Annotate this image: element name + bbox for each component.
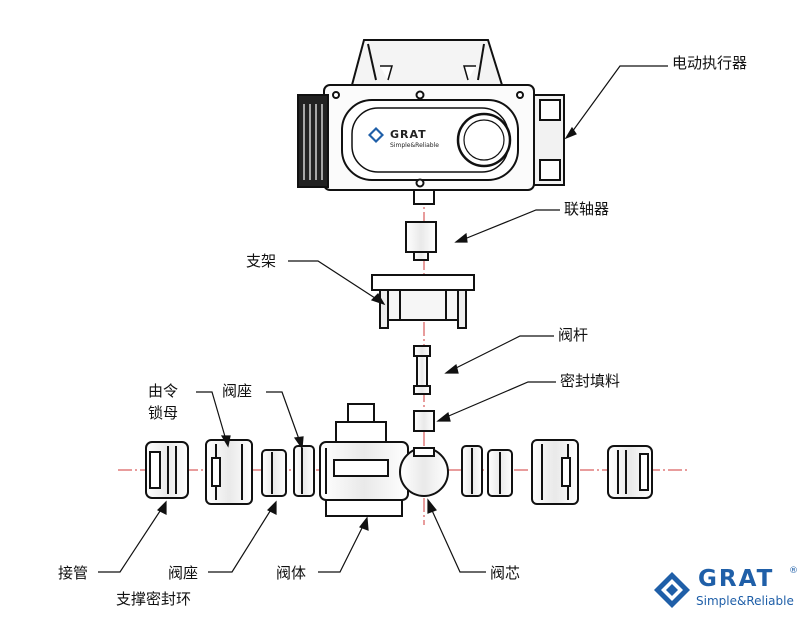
leader-body [318,523,365,573]
support-seal-ring-left [261,449,287,497]
leader-core [429,505,486,573]
valve-body [319,403,409,517]
leader-seat-bottom [208,507,273,573]
pipe-left [145,441,189,499]
bracket [371,274,475,329]
electric-actuator [297,39,565,205]
label-support-seal-ring: 支撑密封环 [116,590,192,608]
leader-coupling [461,209,560,241]
actuator-logo: GRAT Simple&Reliable [368,127,439,149]
valve-core-ball [399,447,449,497]
leader-pipe [98,507,163,573]
brand-logo-word: GRAT [698,566,775,592]
label-seat-top: 阀座 [222,382,253,400]
label-body: 阀体 [276,564,307,582]
union-nut-left [205,439,253,505]
leader-stem [451,335,554,371]
leader-seat-top [266,391,301,443]
leader-bracket [288,260,379,301]
leader-packing [443,381,556,419]
label-bracket: 支架 [246,252,277,270]
actuator-left-fins [297,94,329,188]
actuator-top-cover [350,39,504,86]
support-seal-ring-right [487,449,513,497]
seat-left [293,445,315,497]
label-union-nut-line1: 由令 [148,382,179,400]
leader-actuator [571,65,668,133]
brand-logo-tagline: Simple&Reliable [696,594,794,608]
actuator-logo-word: GRAT [390,128,427,141]
brand-logo-registered: ® [789,566,798,576]
leader-union-nut [196,391,227,441]
label-seat-bottom: 阀座 [168,564,199,582]
packing [413,410,435,432]
union-nut-right [531,439,579,505]
coupling [405,221,437,261]
leader-lines [98,65,668,573]
seat-right [461,445,483,497]
actuator-logo-tagline: Simple&Reliable [390,142,439,149]
label-pipe: 接管 [58,564,89,582]
label-coupling: 联轴器 [564,200,610,218]
brand-logo: GRAT ® Simple&Reliable [652,566,798,612]
label-union-nut-line2: 锁母 [148,404,179,422]
valve-stem [413,345,431,395]
label-actuator: 电动执行器 [672,54,748,72]
brand-logo-icon [654,572,690,608]
label-core: 阀芯 [490,564,521,582]
pipe-right [607,445,653,499]
label-stem: 阀杆 [558,326,589,344]
label-packing: 密封填料 [560,372,621,390]
